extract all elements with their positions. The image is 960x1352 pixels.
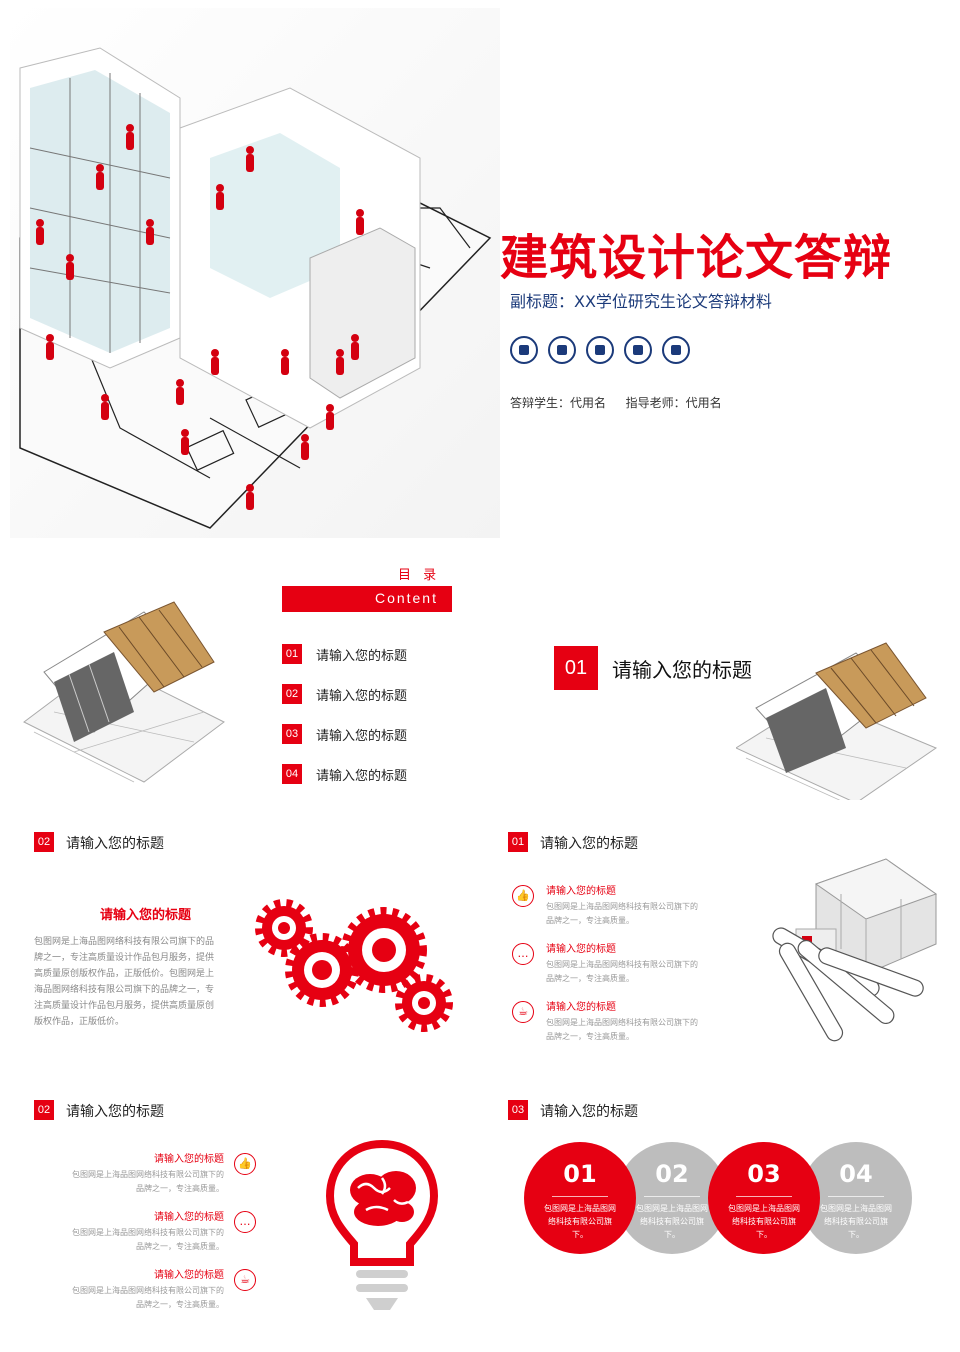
step-divider <box>644 1196 700 1197</box>
slide-number: 03 <box>508 1100 528 1120</box>
gears-body-text: 包图网是上海品图网络科技有限公司旗下的品牌之一，专注高质量设计作品包月服务，提供… <box>34 937 215 1027</box>
circle-steps: 01 包图网是上海品图网络科技有限公司旗下。 02 包图网是上海品图网络科技有限… <box>524 1142 914 1262</box>
section-number-box: 01 <box>554 646 598 690</box>
step-number: 02 <box>655 1160 689 1188</box>
thumbs-up-icon: 👍 <box>234 1153 256 1175</box>
feature-text: 包图网是上海品图网络科技有限公司旗下的品牌之一，专注高质量。 <box>546 902 698 925</box>
toc-item-label: 请输入您的标题 <box>316 729 408 744</box>
gears-icon <box>255 899 453 1032</box>
toc-item-label: 请输入您的标题 <box>316 689 408 704</box>
feature-title: 请输入您的标题 <box>546 1002 616 1013</box>
target-icon <box>586 336 614 364</box>
slide-number: 02 <box>34 1100 54 1120</box>
section-title: 请输入您的标题 <box>612 658 752 682</box>
circles-slide: 03 请输入您的标题 01 包图网是上海品图网络科技有限公司旗下。 02 包图网… <box>490 1086 950 1334</box>
toc-heading: 目 录 <box>398 568 441 583</box>
feature-text: 包图网是上海品图网络科技有限公司旗下的品牌之一，专注高质量。 <box>72 1286 224 1309</box>
document-icon <box>662 336 690 364</box>
step-divider <box>828 1196 884 1197</box>
toc-banner-label: Content <box>374 590 438 606</box>
feature-item: ☕ 请输入您的标题 包图网是上海品图网络科技有限公司旗下的品牌之一，专注高质量。 <box>512 998 712 1056</box>
feature-text: 包图网是上海品图网络科技有限公司旗下的品牌之一，专注高质量。 <box>546 1018 698 1041</box>
tools-icon <box>624 336 652 364</box>
slide-title: 请输入您的标题 <box>66 1104 164 1120</box>
step-divider <box>552 1196 608 1197</box>
toc-item-label: 请输入您的标题 <box>316 649 408 664</box>
toc-item-number: 03 <box>282 724 302 744</box>
toc-slide: 目 录 Content 01 请输入您的标题 02 请输入您的标题 03 请输入… <box>10 552 470 800</box>
step-text: 包图网是上海品图网络科技有限公司旗下。 <box>728 1204 800 1239</box>
feature-title: 请输入您的标题 <box>154 1154 224 1165</box>
house-feature-list: 👍 请输入您的标题 包图网是上海品图网络科技有限公司旗下的品牌之一，专注高质量。… <box>512 882 712 1056</box>
student-label: 答辩学生：代用名 <box>510 396 607 410</box>
feature-text: 包图网是上海品图网络科技有限公司旗下的品牌之一，专注高质量。 <box>72 1228 224 1251</box>
toc-item-number: 02 <box>282 684 302 704</box>
search-icon <box>548 336 576 364</box>
toc-item-number: 04 <box>282 764 302 784</box>
slide-title: 请输入您的标题 <box>540 1104 638 1120</box>
feature-text: 包图网是上海品图网络科技有限公司旗下的品牌之一，专注高质量。 <box>546 960 698 983</box>
step-divider <box>736 1196 792 1197</box>
step-text: 包图网是上海品图网络科技有限公司旗下。 <box>820 1204 892 1239</box>
step-number: 04 <box>839 1160 873 1188</box>
thumbs-up-icon: 👍 <box>512 885 534 907</box>
roof-illustration <box>23 601 225 783</box>
teacher-label: 指导老师：代用名 <box>625 396 722 410</box>
cup-icon: ☕ <box>234 1269 256 1291</box>
slide-number: 02 <box>34 832 54 852</box>
cover-title: 建筑设计论文答辩 <box>500 230 893 286</box>
chat-icon: … <box>234 1211 256 1233</box>
bulb-feature-list: 请输入您的标题 包图网是上海品图网络科技有限公司旗下的品牌之一，专注高质量。 👍… <box>66 1150 260 1324</box>
feature-title: 请输入您的标题 <box>154 1212 224 1223</box>
toc-item-number: 01 <box>282 644 302 664</box>
step-circle: 03 包图网是上海品图网络科技有限公司旗下。 <box>708 1142 820 1254</box>
cover-slide: 建筑设计论文答辩 副标题：XX学位研究生论文答辩材料 答辩学生：代用名 指导老师… <box>10 8 950 538</box>
step-number: 03 <box>747 1160 781 1188</box>
step-circle: 01 包图网是上海品图网络科技有限公司旗下。 <box>524 1142 636 1254</box>
slide-title: 请输入您的标题 <box>66 836 164 852</box>
step-text: 包图网是上海品图网络科技有限公司旗下。 <box>636 1204 708 1239</box>
feature-item: 请输入您的标题 包图网是上海品图网络科技有限公司旗下的品牌之一，专注高质量。 👍 <box>66 1150 260 1208</box>
building-illustration <box>10 8 500 538</box>
gears-slide: 02 请输入您的标题 请输入您的标题 包图网是上海品图网络科技有限公司旗下的品牌… <box>10 818 470 1066</box>
step-text: 包图网是上海品图网络科技有限公司旗下。 <box>544 1204 616 1239</box>
toc-item-label: 请输入您的标题 <box>316 769 408 784</box>
feature-title: 请输入您的标题 <box>546 944 616 955</box>
lightbulb-brain-icon <box>325 1139 439 1310</box>
feature-title: 请输入您的标题 <box>154 1270 224 1281</box>
slide-title: 请输入您的标题 <box>540 836 638 852</box>
cover-icon-row <box>510 336 700 364</box>
section-cover-slide: 01 请输入您的标题 <box>490 552 950 800</box>
house-blueprint-illustration <box>772 858 938 1042</box>
cover-subtitle: 副标题：XX学位研究生论文答辩材料 <box>510 292 772 311</box>
feature-item: 请输入您的标题 包图网是上海品图网络科技有限公司旗下的品牌之一，专注高质量。 … <box>66 1208 260 1266</box>
feature-item: 👍 请输入您的标题 包图网是上海品图网络科技有限公司旗下的品牌之一，专注高质量。 <box>512 882 712 940</box>
step-number: 01 <box>563 1160 597 1188</box>
feature-text: 包图网是上海品图网络科技有限公司旗下的品牌之一，专注高质量。 <box>72 1170 224 1193</box>
feature-item: 请输入您的标题 包图网是上海品图网络科技有限公司旗下的品牌之一，专注高质量。 ☕ <box>66 1266 260 1324</box>
toc-banner: Content <box>282 586 452 612</box>
roof-illustration-2 <box>736 642 938 800</box>
house-slide: 01 请输入您的标题 👍 请输入您的标题 包图网是上海品图网络科技有限公司旗下的… <box>490 818 950 1066</box>
feature-title: 请输入您的标题 <box>546 886 616 897</box>
cup-icon: ☕ <box>512 1001 534 1023</box>
chat-icon: … <box>512 943 534 965</box>
bulb-slide: 02 请输入您的标题 请输入您的标题 包图网是上海品图网络科技有限公司旗下的品牌… <box>10 1086 470 1334</box>
gears-subheading: 请输入您的标题 <box>100 908 192 923</box>
cover-presenters: 答辩学生：代用名 指导老师：代用名 <box>510 394 722 411</box>
book-icon <box>510 336 538 364</box>
feature-item: … 请输入您的标题 包图网是上海品图网络科技有限公司旗下的品牌之一，专注高质量。 <box>512 940 712 998</box>
slide-number: 01 <box>508 832 528 852</box>
